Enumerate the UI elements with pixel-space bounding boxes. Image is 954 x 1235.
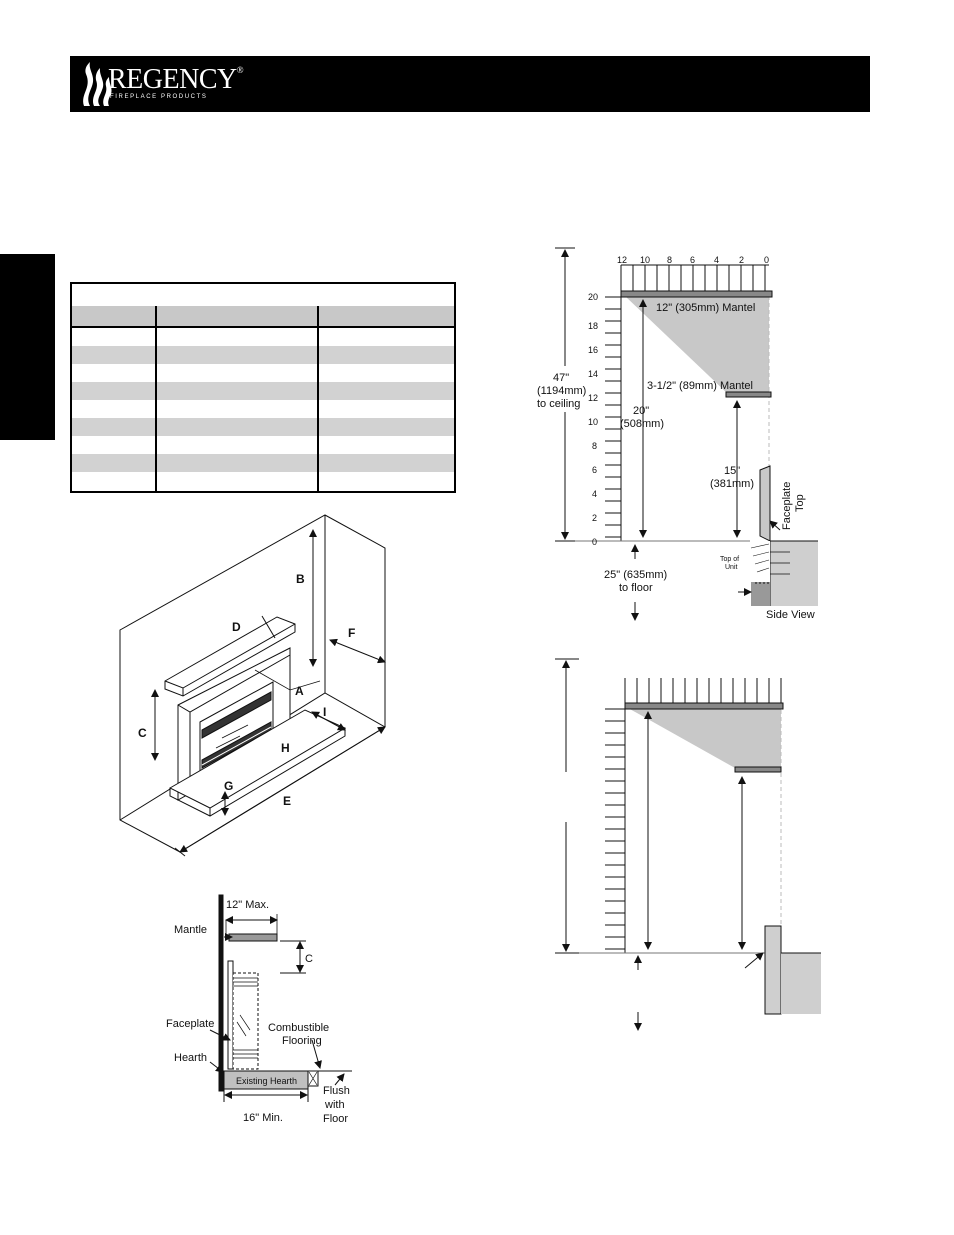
d15-label-1: 15" (724, 465, 740, 477)
ceiling-label-3: to ceiling (537, 398, 580, 410)
top-of-unit-label-1: Top of (720, 556, 739, 563)
side-view-diagram-blank (555, 658, 821, 1031)
flame-icon (83, 62, 112, 106)
label-c: C (138, 726, 147, 740)
isometric-diagram (119, 514, 386, 857)
top-tick-label: 8 (667, 255, 672, 265)
left-tick-label: 16 (588, 345, 598, 355)
label-b: B (296, 572, 305, 586)
flush-label-1: Flush (323, 1085, 350, 1097)
left-tick-label: 14 (588, 369, 598, 379)
label-a: A (295, 684, 304, 698)
mantel-12-label: 12" (305mm) Mantel (656, 302, 755, 314)
top-of-unit-label-2: Unit (725, 564, 738, 571)
combustible-label-1: Combustible (268, 1022, 329, 1034)
faceplate-top-label-1: Faceplate (781, 482, 793, 530)
flush-label-3: Floor (323, 1113, 348, 1125)
floor-label-2: to floor (619, 582, 653, 594)
header-bar: REGENCY® FIREPLACE PRODUCTS (70, 56, 870, 112)
hearth-label: Hearth (174, 1052, 207, 1064)
left-tick-label: 20 (588, 292, 598, 302)
brand-subtitle: FIREPLACE PRODUCTS (110, 94, 208, 100)
left-tick-label: 2 (592, 513, 597, 523)
label-h: H (281, 741, 290, 755)
brand-name: REGENCY® (108, 64, 244, 95)
table-row (72, 454, 454, 472)
left-tick-label: 4 (592, 489, 597, 499)
ceiling-label-1: 47" (553, 372, 569, 384)
flush-label-2: with (324, 1099, 345, 1111)
label-f: F (348, 626, 355, 640)
table-row (72, 382, 454, 400)
top-tick-label: 6 (690, 255, 695, 265)
d20-label-1: 20" (633, 405, 649, 417)
table-column-divider (155, 306, 157, 491)
top-tick-label: 12 (617, 255, 627, 265)
mantle-label: Mantle (174, 924, 207, 936)
table-column-divider (317, 306, 319, 491)
label-g: G (224, 779, 233, 793)
combustible-label-2: Flooring (282, 1035, 322, 1047)
mantel-35-label: 3-1/2" (89mm) Mantel (647, 380, 753, 392)
left-tick-label: 8 (592, 441, 597, 451)
hearth-detail-diagram (209, 894, 352, 1102)
label-e: E (283, 794, 291, 808)
side-tab-notch (0, 254, 40, 300)
label-d: D (232, 620, 241, 634)
left-tick-label: 0 (592, 537, 597, 547)
left-tick-label: 10 (588, 417, 598, 427)
faceplate-label: Faceplate (166, 1018, 214, 1030)
top-tick-label: 4 (714, 255, 719, 265)
left-tick-label: 12 (588, 393, 598, 403)
d15-label-2: (381mm) (710, 478, 754, 490)
ceiling-label-2: (1194mm) (537, 385, 586, 397)
max-label: 12" Max. (226, 899, 269, 911)
c-label: C (305, 953, 313, 965)
label-i: I (323, 705, 326, 719)
side-view-diagram (555, 247, 818, 621)
top-tick-label: 2 (739, 255, 744, 265)
floor-label-1: 25" (635mm) (604, 569, 667, 581)
d20-label-2: (508mm) (620, 418, 664, 430)
left-tick-label: 18 (588, 321, 598, 331)
min-label: 16" Min. (243, 1112, 283, 1124)
top-tick-label: 10 (640, 255, 650, 265)
top-tick-label: 0 (764, 255, 769, 265)
spec-table (70, 282, 456, 493)
table-row (72, 418, 454, 436)
table-header-row (72, 306, 454, 328)
side-view-caption: Side View (766, 609, 815, 621)
faceplate-top-label-2: Top (794, 494, 806, 512)
existing-hearth-label: Existing Hearth (236, 1076, 297, 1086)
table-row (72, 346, 454, 364)
left-tick-label: 6 (592, 465, 597, 475)
